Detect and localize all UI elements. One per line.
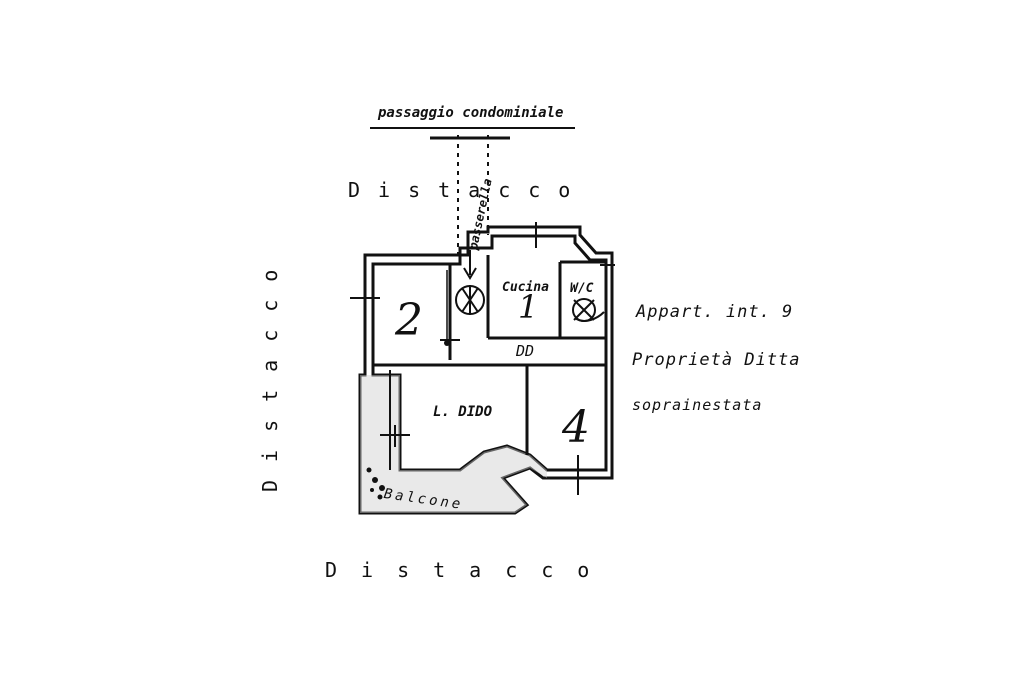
- passage-label: passaggio condominiale: [378, 105, 564, 121]
- walkway-arrowhead: [463, 267, 477, 280]
- note-apartment: Appart. int. 9: [636, 302, 794, 322]
- room-number-2: 2: [395, 295, 423, 346]
- note-owner: Proprietà Ditta: [632, 350, 801, 370]
- balcony-dots: [366, 467, 385, 500]
- room-number-1: 1: [518, 288, 539, 326]
- distacco-bottom-label: Distacco: [325, 558, 614, 582]
- room-wc-label: W/C: [570, 281, 594, 296]
- distacco-left-label: Distacco: [258, 251, 282, 492]
- note-above: soprainestata: [632, 396, 763, 414]
- fixture-scribbles: [455, 285, 605, 322]
- room-dd-label: DD: [516, 342, 535, 360]
- outer-walls: [358, 225, 614, 515]
- room-living-label: L. DIDO: [433, 404, 493, 420]
- room-cucina-label: Cucina: [502, 280, 549, 295]
- opening-ticks: [350, 222, 615, 495]
- wall-shading: [360, 375, 547, 513]
- room-number-4: 4: [562, 402, 590, 453]
- partitions: [373, 255, 608, 470]
- distacco-top-label: Distacco: [348, 178, 589, 202]
- room2-marker: [444, 340, 450, 346]
